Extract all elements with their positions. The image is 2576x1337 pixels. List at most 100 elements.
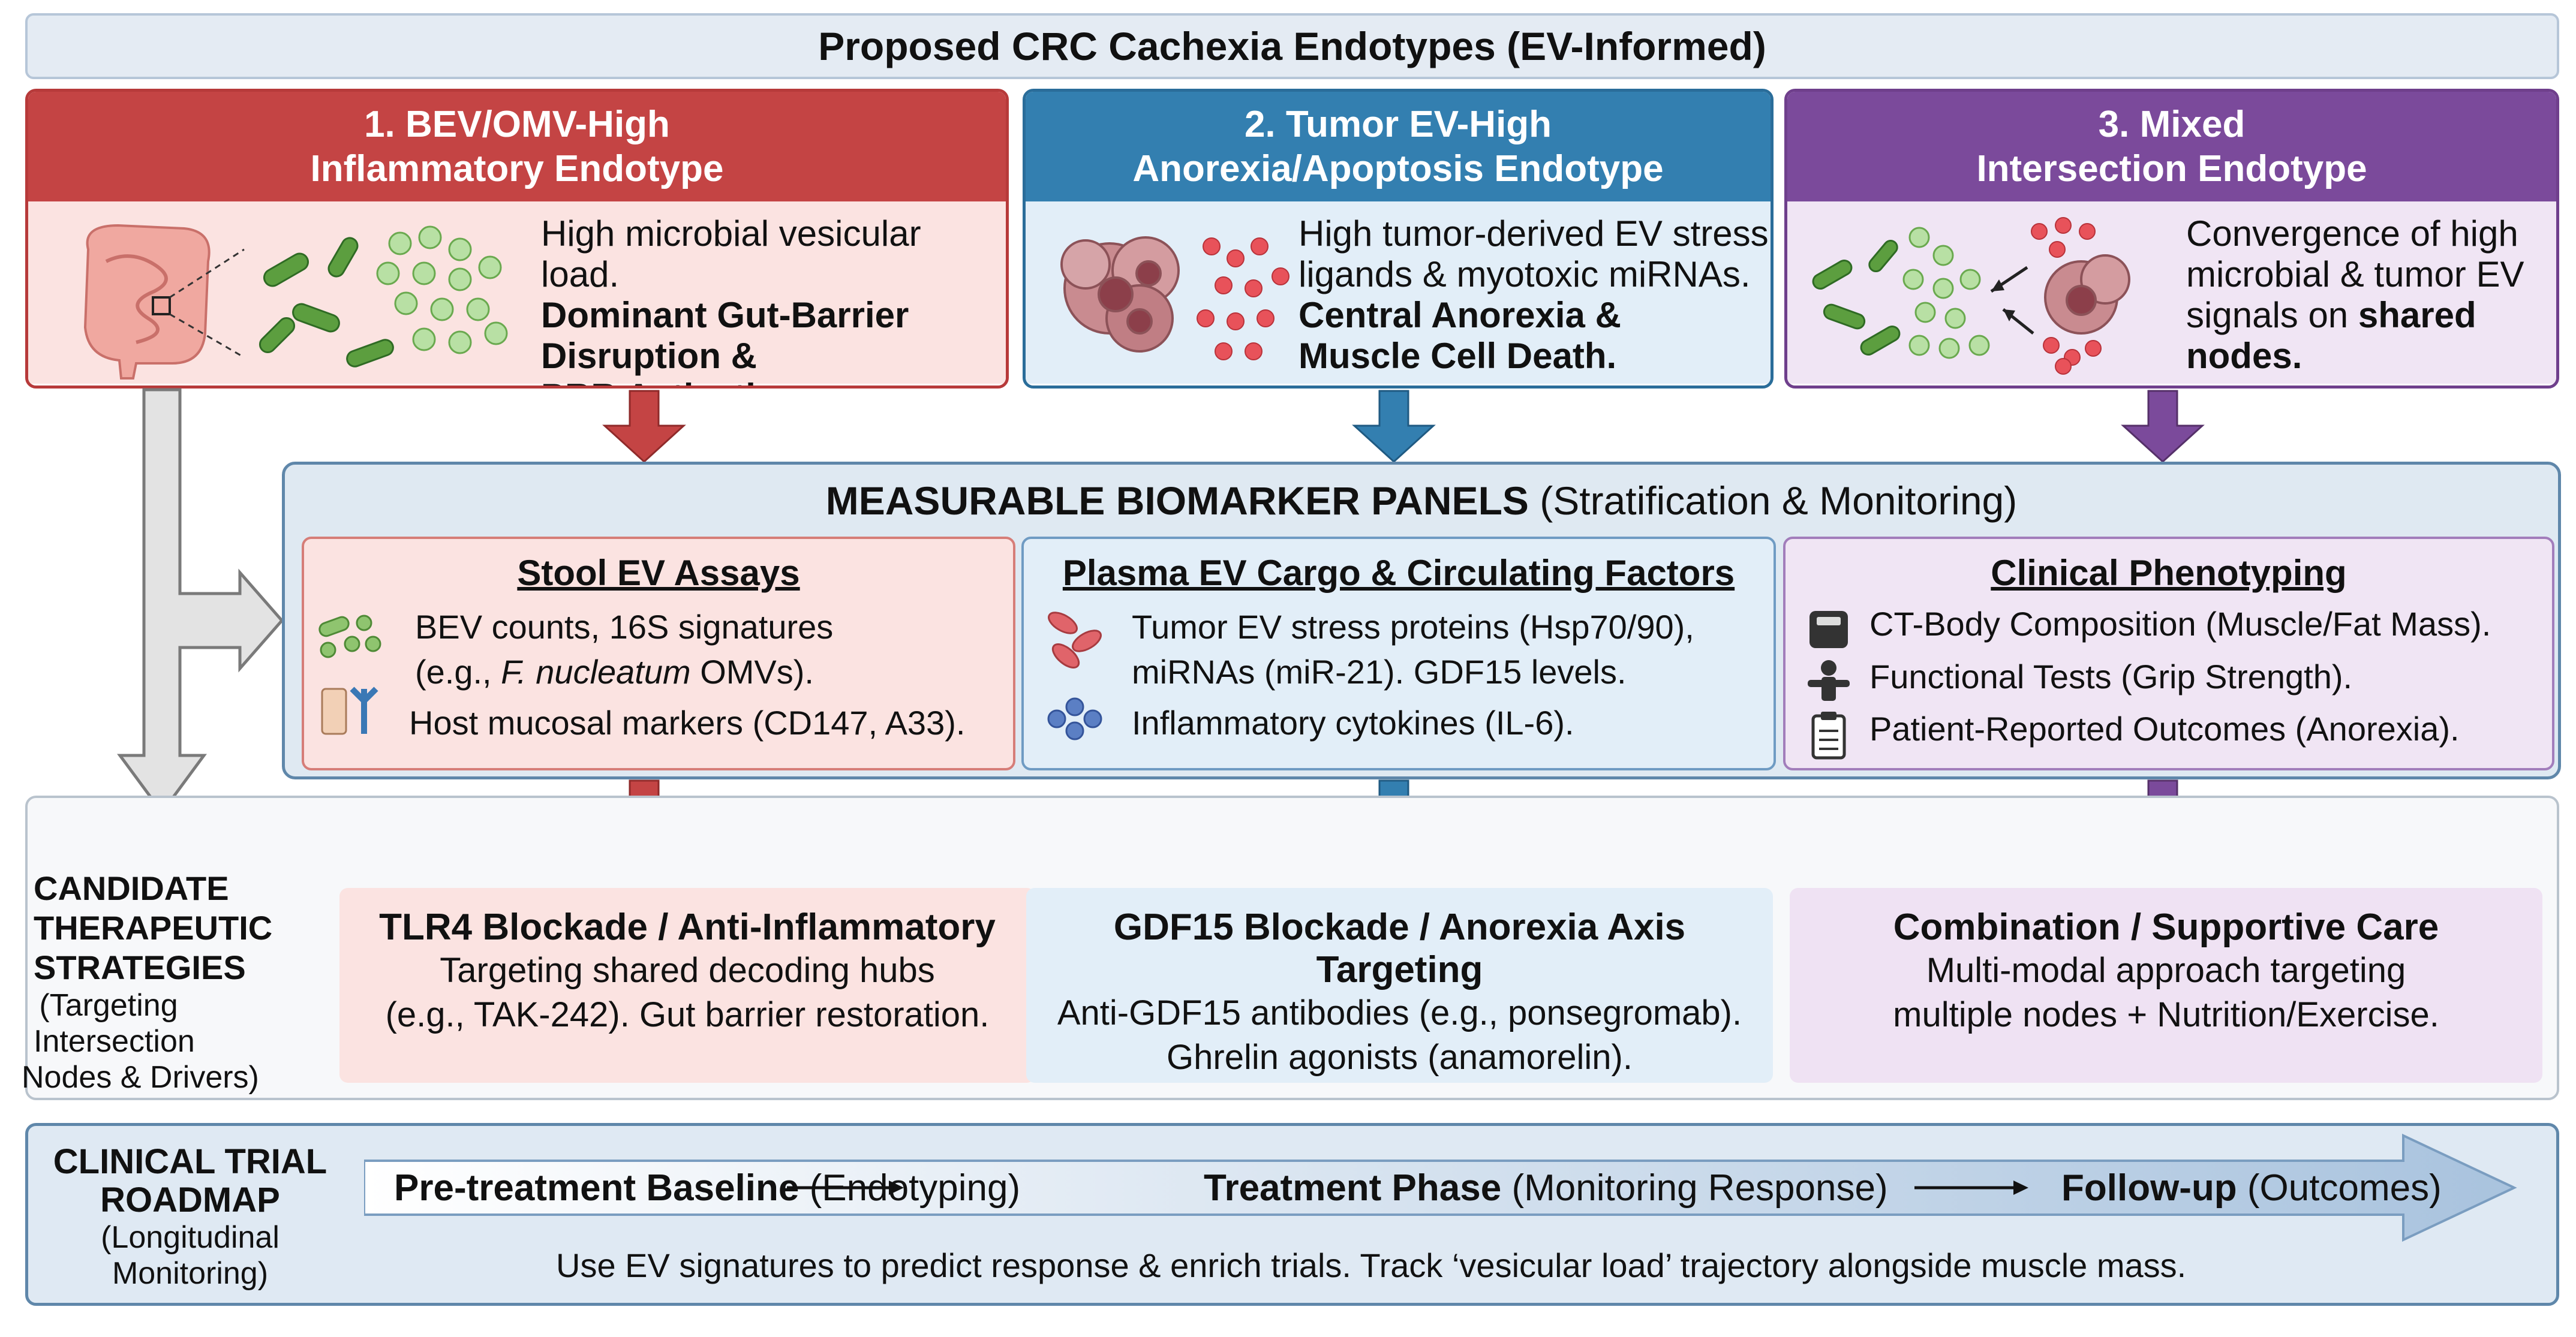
therapy-combination-line-2: multiple nodes + Nutrition/Exercise. [1893, 995, 2439, 1034]
therapy-gdf15-line-1: Anti-GDF15 antibodies (e.g., ponsegromab… [1057, 993, 1742, 1032]
plasma-line-2: miRNAs (miR-21). GDF15 levels. [1132, 653, 1627, 691]
timeline-step-arrow-2 [1914, 1181, 2028, 1195]
stool-line-1: BEV counts, 16S signatures [415, 608, 834, 646]
antibody-icon [321, 686, 378, 735]
roadmap-step-1: Pre-treatment Baseline (Endotyping) [394, 1167, 1020, 1209]
endotype-card-3: 3. Mixed Intersection Endotype [1784, 89, 2559, 389]
roadmap-label-4: Monitoring) [112, 1256, 269, 1291]
diagram-title: Proposed CRC Cachexia Endotypes (EV-Info… [25, 13, 2559, 79]
stool-line-2-b: OMVs). [690, 653, 814, 691]
therapy-label-3: STRATEGIES [34, 948, 246, 986]
plasma-icons [1047, 612, 1102, 740]
stool-line-2-a: (e.g., [415, 653, 501, 691]
endotype-1-line-4: PRR Activation. [541, 377, 1003, 386]
endotype-3-line-4: nodes. [2186, 336, 2303, 376]
endotype-3-line-2: microbial & tumor EV [2186, 254, 2524, 294]
endotype-3-header: 3. Mixed Intersection Endotype [1787, 92, 2556, 201]
therapy-tlr4-line-1: Targeting shared decoding hubs [440, 951, 935, 990]
endotype-1-line-1: High microbial vesicular load. [541, 213, 921, 294]
stool-ev-title: Stool EV Assays [517, 553, 800, 593]
endotype-3-title-line-1: 3. Mixed [2098, 103, 2246, 145]
therapy-label-5: Intersection [34, 1024, 195, 1059]
roadmap-label-3: (Longitudinal [101, 1220, 279, 1255]
therapy-box-gdf15: GDF15 Blockade / Anorexia Axis Targeting… [1026, 888, 1773, 1083]
clipboard-icon [1811, 712, 1846, 760]
endotype-2-line-1: High tumor-derived EV stress [1298, 213, 1769, 254]
roadmap-note: Use EV signatures to predict response & … [556, 1246, 2187, 1284]
endotype-1-body: High microbial vesicular load. Dominant … [28, 201, 1006, 386]
endotype-1-header: 1. BEV/OMV-High Inflammatory Endotype [28, 92, 1006, 201]
endotype-2-header: 2. Tumor EV-High Anorexia/Apoptosis Endo… [1026, 92, 1771, 201]
therapy-tlr4-line-2: (e.g., TAK-242). Gut barrier restoration… [385, 995, 990, 1034]
roadmap-timeline-arrow [364, 1133, 2517, 1242]
roadmap-step-1-rest: (Endotyping) [799, 1167, 1021, 1209]
timeline-step-arrow-1 [787, 1181, 904, 1195]
therapy-label: CANDIDATE THERAPEUTIC STRATEGIES (Target… [22, 869, 273, 1095]
stool-icons [318, 615, 381, 735]
endotype-3-line-3-text: signals on [2186, 295, 2358, 335]
endotype-2-body: High tumor-derived EV stress ligands & m… [1026, 201, 1771, 384]
clinical-line-2: Functional Tests (Grip Strength). [1869, 658, 2353, 695]
therapy-box-combination: Combination / Supportive Care Multi-moda… [1790, 888, 2542, 1083]
therapy-tlr4-title: TLR4 Blockade / Anti-Inflammatory [379, 907, 996, 948]
roadmap-step-2: Treatment Phase (Monitoring Response) [1204, 1167, 1888, 1209]
endotype-3-title-line-2: Intersection Endotype [1976, 147, 2367, 189]
plasma-line-1: Tumor EV stress proteins (Hsp70/90), [1132, 608, 1694, 646]
clinical-icons [1808, 611, 1850, 760]
arrow-purple-top [2121, 390, 2205, 463]
stool-line-2: (e.g., F. nucleatum OMVs). [415, 653, 814, 691]
plasma-line-3: Inflammatory cytokines (IL-6). [1132, 704, 1574, 742]
therapy-label-2: THERAPEUTIC [34, 909, 273, 947]
converging-vesicles-icon [1812, 217, 2130, 375]
endotype-2-line-4: Muscle Cell Death. [1298, 336, 1617, 376]
endotype-2-line-3: Central Anorexia & [1298, 295, 1621, 335]
clinical-phenotyping-title: Clinical Phenotyping [1991, 553, 2347, 593]
roadmap-label: CLINICAL TRIAL ROADMAP (Longitudinal Mon… [34, 1143, 346, 1291]
endotype-1-title-line-2: Inflammatory Endotype [310, 147, 724, 189]
roadmap-step-3: Follow-up (Outcomes) [2061, 1167, 2442, 1209]
therapy-label-4: (Targeting [39, 988, 178, 1023]
tumor-cells-icon [1060, 236, 1289, 360]
therapy-combination-title: Combination / Supportive Care [1893, 907, 2439, 948]
biomarker-panels-title: MEASURABLE BIOMARKER PANELS (Stratificat… [285, 478, 2558, 523]
endotype-1-title-line-1: 1. BEV/OMV-High [364, 103, 670, 145]
roadmap-step-2-rest: (Monitoring Response) [1501, 1167, 1888, 1209]
roadmap-step-1-bold: Pre-treatment Baseline [394, 1167, 799, 1209]
roadmap-step-2-bold: Treatment Phase [1204, 1167, 1502, 1209]
endotype-3-line-3: signals on shared [2186, 295, 2556, 336]
therapy-gdf15-title: GDF15 Blockade / Anorexia Axis Targeting [1113, 907, 1686, 990]
therapy-box-tlr4: TLR4 Blockade / Anti-Inflammatory Target… [339, 888, 1035, 1083]
endotype-2-title-line-1: 2. Tumor EV-High [1244, 103, 1552, 145]
stool-ev-panel: Stool EV Assays BEV counts, 16S signatur… [302, 537, 1015, 770]
plasma-ev-title: Plasma EV Cargo & Circulating Factors [1062, 553, 1735, 593]
endotype-3-line-3-bold: shared [2358, 295, 2476, 335]
red-blood-cell-icon [1048, 612, 1102, 668]
endotype-card-1: 1. BEV/OMV-High Inflammatory Endotype [25, 89, 1009, 389]
clinical-line-3: Patient-Reported Outcomes (Anorexia). [1869, 710, 2460, 748]
plasma-ev-panel: Plasma EV Cargo & Circulating Factors Tu… [1021, 537, 1776, 770]
therapy-gdf15-line-2: Ghrelin agonists (anamorelin). [1167, 1038, 1633, 1077]
therapeutic-strategies: CANDIDATE THERAPEUTIC STRATEGIES (Target… [22, 796, 2559, 1100]
roadmap-label-1: CLINICAL TRIAL [53, 1142, 327, 1181]
biomarker-title-bold: MEASURABLE BIOMARKER PANELS [825, 478, 1529, 523]
therapy-label-1: CANDIDATE [34, 869, 229, 907]
arrow-blue-top [1352, 390, 1436, 463]
endotype-3-line-1: Convergence of high [2186, 213, 2518, 254]
therapy-label-6: Nodes & Drivers) [22, 1060, 259, 1095]
clinical-phenotyping-panel: Clinical Phenotyping CT-Body Composition… [1783, 537, 2554, 770]
endotype-1-line-2: Dominant Gut-Barrier [541, 295, 909, 335]
stool-line-3: Host mucosal markers (CD147, A33). [409, 704, 966, 742]
endotype-2-line-2: ligands & myotoxic miRNAs. [1298, 254, 1751, 294]
arrow-red-top [602, 390, 686, 463]
roadmap-label-2: ROADMAP [100, 1181, 280, 1219]
person-strength-icon [1808, 660, 1850, 701]
diagram-title-text: Proposed CRC Cachexia Endotypes (EV-Info… [818, 24, 1766, 68]
scale-icon [1809, 611, 1848, 648]
roadmap-step-3-bold: Follow-up [2061, 1167, 2237, 1209]
endotype-card-2: 2. Tumor EV-High Anorexia/Apoptosis Endo… [1023, 89, 1774, 389]
clinical-trial-roadmap: CLINICAL TRIAL ROADMAP (Longitudinal Mon… [25, 1123, 2559, 1306]
bacteria-icon [318, 615, 381, 658]
clinical-line-1: CT-Body Composition (Muscle/Fat Mass). [1869, 605, 2491, 643]
endotype-1-line-3: Disruption & [541, 336, 757, 376]
gray-flow-arrow [117, 388, 284, 815]
